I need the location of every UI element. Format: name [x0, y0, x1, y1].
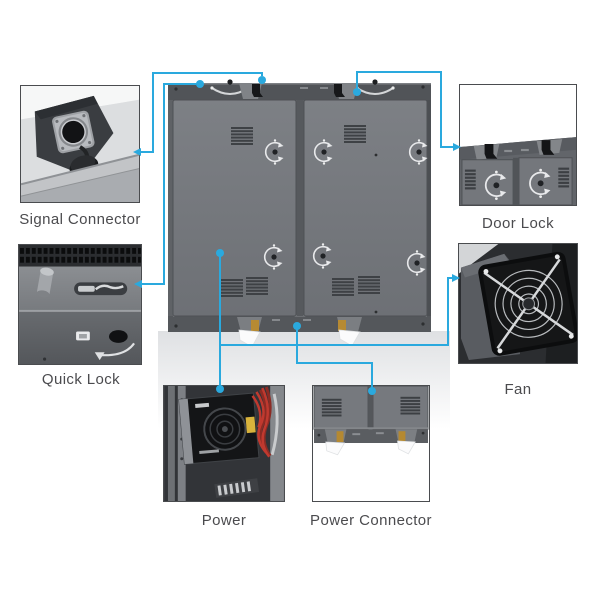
power-connector-label: Power Connector [310, 512, 432, 529]
door-lock-label: Door Lock [482, 215, 554, 232]
power-art [164, 386, 284, 501]
power-connector-art [313, 386, 429, 501]
quick-lock-photo [18, 244, 142, 365]
fan-art [459, 244, 577, 363]
fan-label: Fan [504, 381, 532, 398]
signal-connector-label: Signal Connector [19, 211, 141, 228]
signal-connector-art [21, 86, 139, 202]
cabinet-body [168, 79, 431, 348]
power-photo [163, 385, 285, 502]
signal-connector-photo [20, 85, 140, 203]
quick-lock-art [19, 245, 141, 364]
door-lock-photo [459, 84, 577, 206]
fan-photo [458, 243, 578, 364]
power-label: Power [201, 512, 247, 529]
power-connector-photo [312, 385, 430, 502]
quick-lock-label: Quick Lock [41, 371, 121, 388]
door-lock-art [460, 85, 576, 205]
